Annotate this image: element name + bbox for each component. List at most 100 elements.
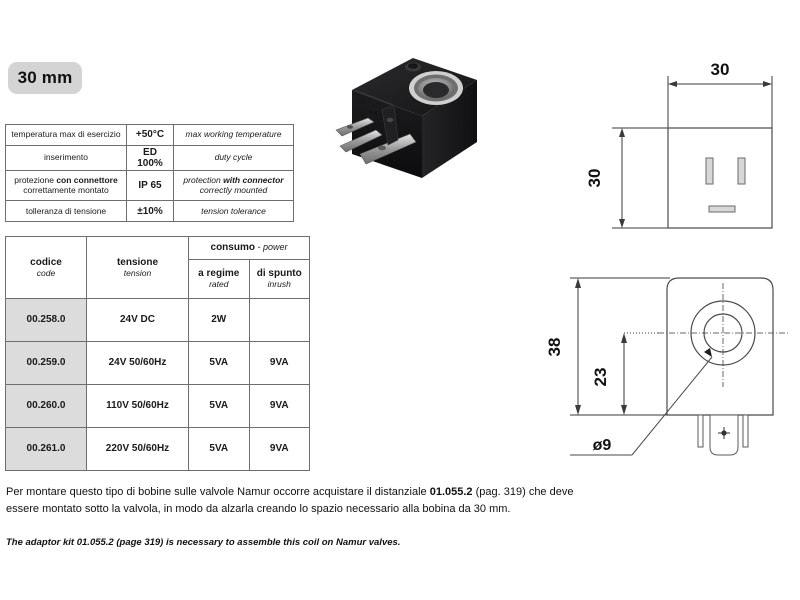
table-row: 00.261.0 220V 50/60Hz 5VA 9VA <box>5 427 310 471</box>
cell-inrush: 9VA <box>248 341 310 385</box>
header-inrush: di spunto inrush <box>248 259 310 299</box>
dim-label-38: 38 <box>545 338 564 357</box>
table-row: 00.258.0 24V DC 2W <box>5 298 310 342</box>
table-row: tolleranza di tensione ±10% tension tole… <box>5 200 294 223</box>
table-row: temperatura max di esercizio +50°C max w… <box>5 124 294 146</box>
spec-value: +50°C <box>126 124 174 146</box>
note-en-part1: The adaptor kit <box>6 537 77 548</box>
table-header-row: codice code tensione tension consumo - p… <box>5 236 310 299</box>
coil-boss-hole <box>408 63 418 69</box>
dim-label-23: 23 <box>591 368 610 387</box>
table-row: 00.260.0 110V 50/60Hz 5VA 9VA <box>5 384 310 428</box>
header-power-en: power <box>262 242 288 253</box>
header-inrush-it: di spunto <box>256 268 302 280</box>
table-row: inserimento ED 100% duty cycle <box>5 144 294 172</box>
hole-inner-circle <box>703 313 743 353</box>
arrow-height-top <box>619 128 625 137</box>
spec-en-prefix: protection <box>183 175 224 186</box>
size-badge-label: 30 mm <box>17 68 73 87</box>
spec-it-bold: con connettore <box>56 175 118 186</box>
hole-outer-circle <box>690 300 756 366</box>
spec-en-suffix: correctly mounted <box>199 184 268 195</box>
spec-label-en: duty cycle <box>173 144 294 172</box>
cell-rated: 2W <box>188 298 250 342</box>
arrow-width-right <box>763 81 772 87</box>
cell-code: 00.261.0 <box>5 427 87 471</box>
note-english: The adaptor kit 01.055.2 (page 319) is n… <box>6 537 596 548</box>
header-code-en: code <box>36 267 56 278</box>
header-rated-en: rated <box>209 279 229 290</box>
header-power-sep: - <box>254 242 263 253</box>
header-rated-it: a regime <box>198 268 240 280</box>
header-rated: a regime rated <box>188 259 250 299</box>
cell-rated: 5VA <box>188 427 250 471</box>
cell-inrush: 9VA <box>248 427 310 471</box>
cell-tension: 24V DC <box>86 298 189 342</box>
slot-right <box>737 157 746 185</box>
header-power-it: consumo <box>210 242 255 254</box>
slot-left <box>705 157 714 185</box>
arrow-width-left <box>668 81 677 87</box>
product-photo: ▪ ▪ ▪ <box>330 50 515 215</box>
table-row: 00.259.0 24V 50/60Hz 5VA 9VA <box>5 341 310 385</box>
spec-label-it: temperatura max di esercizio <box>5 124 127 146</box>
code-power-table: codice code tensione tension consumo - p… <box>5 236 310 471</box>
header-tension-en: tension <box>123 267 152 278</box>
header-power: consumo - power <box>188 236 310 260</box>
arrow-height-bottom <box>619 219 625 228</box>
note-italian: Per montare questo tipo di bobine sulle … <box>6 484 596 518</box>
dim-label-diameter: ø9 <box>593 437 612 454</box>
size-badge: 30 mm <box>8 62 82 94</box>
spec-label-en: tension tolerance <box>173 200 294 223</box>
cell-code: 00.258.0 <box>5 298 87 342</box>
note-it-part2: (pag. 319) che deve essere montato sotto… <box>6 486 574 516</box>
specifications-table: temperatura max di esercizio +50°C max w… <box>5 124 294 223</box>
cell-code: 00.260.0 <box>5 384 87 428</box>
header-code-it: codice <box>30 256 62 268</box>
dim-label-width: 30 <box>711 60 730 79</box>
arrow-38-top <box>575 278 581 288</box>
spec-value: ED 100% <box>126 144 174 172</box>
spec-it-prefix: protezione <box>14 175 57 186</box>
side-view-svg: 38 23 ø9 <box>545 277 790 456</box>
front-body-outline <box>667 127 773 229</box>
header-tension-it: tensione <box>116 256 159 268</box>
table-subheader-row: a regime rated di spunto inrush <box>6 259 310 299</box>
spec-label-it: inserimento <box>5 144 127 172</box>
note-it-code: 01.055.2 <box>429 486 473 498</box>
coil-illustration: ▪ ▪ ▪ <box>335 58 477 178</box>
side-body-outline <box>666 277 774 416</box>
cell-code: 00.259.0 <box>5 341 87 385</box>
note-en-part2: (page 319) is necessary to assemble this… <box>113 537 401 548</box>
spec-label-en: max working temperature <box>173 124 294 146</box>
cell-inrush <box>248 298 310 342</box>
technical-drawing-front-view: 30 30 <box>560 48 800 248</box>
front-view-svg: 30 30 <box>585 60 773 229</box>
spec-it-suffix: correttamente montato <box>23 184 109 195</box>
spec-en-bold: with connector <box>223 175 284 186</box>
leader-line-diameter <box>631 356 713 456</box>
header-tension: tensione tension <box>86 236 189 299</box>
header-inrush-en: inrush <box>267 279 291 290</box>
technical-drawing-side-view: 38 23 ø9 <box>540 255 800 480</box>
arrow-diameter <box>704 348 712 357</box>
spec-label-it: tolleranza di tensione <box>5 200 127 223</box>
pin-center-mark <box>718 427 730 439</box>
header-code: codice code <box>5 236 87 299</box>
cell-tension: 110V 50/60Hz <box>86 384 189 428</box>
arrow-38-bottom <box>575 405 581 415</box>
spec-value: ±10% <box>126 200 174 223</box>
cell-rated: 5VA <box>188 341 250 385</box>
cell-tension: 220V 50/60Hz <box>86 427 189 471</box>
cell-tension: 24V 50/60Hz <box>86 341 189 385</box>
coil-marking: ▪ ▪ ▪ <box>368 106 385 119</box>
cell-rated: 5VA <box>188 384 250 428</box>
note-it-part1: Per montare questo tipo di bobine sulle … <box>6 486 430 498</box>
cell-inrush: 9VA <box>248 384 310 428</box>
note-en-code: 01.055.2 <box>76 537 114 548</box>
arrow-23-bottom <box>621 405 627 415</box>
dim-label-height: 30 <box>585 169 604 188</box>
